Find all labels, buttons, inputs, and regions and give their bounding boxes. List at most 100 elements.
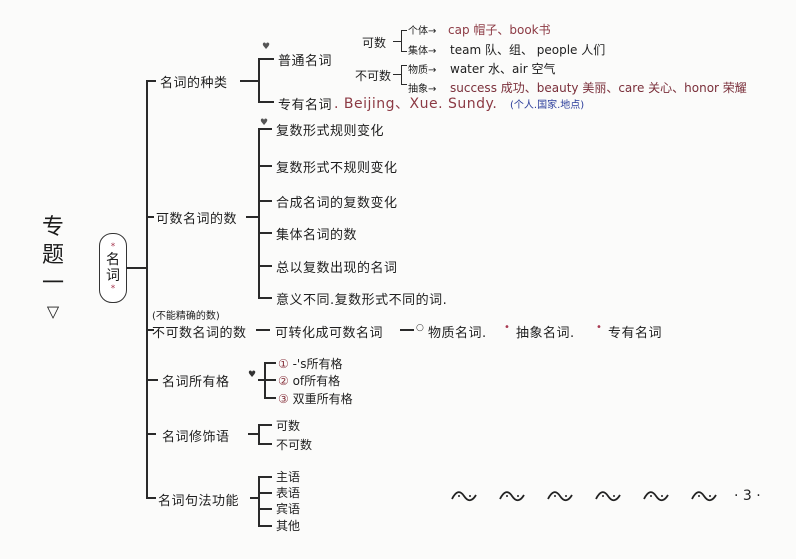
- countable-item: 合成名词的复数变化: [276, 196, 398, 211]
- connector: [250, 497, 258, 499]
- uncountable-type: 物质名词.: [428, 326, 487, 341]
- wave-icon: [690, 487, 720, 505]
- connector: [258, 525, 272, 527]
- connector: [146, 216, 154, 218]
- connector: [258, 128, 272, 130]
- individual-label: 个体→: [408, 26, 437, 37]
- countable-item: 意义不同.复数形式不同的词.: [276, 293, 448, 308]
- connector: [258, 265, 272, 267]
- root-char: 名: [106, 252, 120, 268]
- page-title: 专 题 一 ▽: [38, 214, 68, 326]
- connector: [400, 329, 414, 331]
- countable-item: 集体名词的数: [276, 228, 358, 243]
- individual-examples: cap 帽子、book书: [448, 23, 551, 37]
- uncountable-label: 不可数: [355, 69, 392, 83]
- proper-noun-note: (个人.国家.地点): [510, 100, 585, 111]
- branch-possessive: 名词所有格: [162, 375, 230, 390]
- bullet-icon: •: [504, 322, 510, 333]
- connector: [401, 84, 407, 86]
- heart-icon: ♥: [260, 118, 269, 128]
- connector: [258, 101, 274, 103]
- wave-icon: [450, 487, 480, 505]
- uncountable-type: 抽象名词.: [516, 326, 575, 341]
- bracket: [258, 476, 260, 526]
- wave-icon: [546, 487, 576, 505]
- connector: [401, 51, 407, 53]
- connector: [258, 508, 272, 510]
- connector: [258, 58, 274, 60]
- uncountable-note: (不能精确的数): [152, 311, 220, 322]
- connector: [146, 329, 154, 331]
- connector: [146, 497, 156, 499]
- possessive-text: -'s所有格: [292, 357, 343, 371]
- star-icon: *: [110, 284, 116, 294]
- connector: [264, 397, 276, 399]
- title-char: 一: [41, 271, 64, 296]
- title-char: ▽: [46, 302, 60, 321]
- possessive-text: of所有格: [292, 374, 341, 388]
- star-icon: *: [110, 242, 116, 252]
- convertible-label: 可转化成可数名词: [275, 326, 384, 341]
- connector: [258, 165, 272, 167]
- possessive-item: ② of所有格: [278, 372, 340, 389]
- modifier-item: 可数: [276, 419, 301, 433]
- wave-icon: [594, 487, 624, 505]
- connector: [393, 74, 401, 76]
- connector: [126, 267, 147, 269]
- bracket: [258, 128, 260, 298]
- connector: [258, 232, 272, 234]
- branch-countable-number: 可数名词的数: [156, 212, 238, 227]
- connector: [264, 362, 276, 364]
- possessive-text: 双重所有格: [292, 392, 353, 406]
- connector: [246, 216, 258, 218]
- branch-syntax-function: 名词句法功能: [158, 494, 240, 509]
- connector: [258, 424, 272, 426]
- connector: [240, 80, 258, 82]
- function-item: 主语: [276, 470, 301, 484]
- number-badge: ②: [278, 374, 289, 388]
- connector: [146, 433, 156, 435]
- common-noun: 普通名词: [278, 54, 333, 69]
- wave-icon: [498, 487, 528, 505]
- page-number: · 3 ·: [734, 488, 761, 504]
- branch-modifier: 名词修饰语: [162, 430, 230, 445]
- connector: [393, 41, 401, 43]
- connector: [258, 476, 272, 478]
- countable-item: 总以复数出现的名词: [276, 261, 398, 276]
- branch-uncountable-number: 不可数名词的数: [152, 326, 247, 341]
- possessive-item: ① -'s所有格: [278, 355, 342, 372]
- proper-noun-examples: . Beijing、Xue. Sundy.: [334, 96, 498, 112]
- connector: [258, 492, 272, 494]
- countable-item: 复数形式规则变化: [276, 124, 385, 139]
- proper-noun: 专有名词: [278, 98, 333, 113]
- abstract-label: 抽象→: [408, 84, 437, 95]
- function-item: 其他: [276, 519, 301, 533]
- title-char: 题: [41, 243, 64, 268]
- connector: [264, 379, 276, 381]
- number-badge: ①: [278, 357, 289, 371]
- connector: [248, 433, 258, 435]
- bracket: [401, 65, 403, 85]
- wave-icon: [642, 487, 672, 505]
- connector: [401, 30, 407, 32]
- material-examples: water 水、air 空气: [450, 62, 556, 76]
- connector: [146, 379, 158, 381]
- number-badge: ③: [278, 392, 289, 406]
- function-item: 宾语: [276, 502, 301, 516]
- bullet-icon: •: [596, 322, 602, 333]
- circle-bullet-icon: ○: [416, 323, 424, 333]
- heart-icon: ♥: [248, 370, 257, 380]
- connector: [256, 329, 270, 331]
- heart-icon: ♥: [262, 42, 271, 52]
- collective-label: 集体→: [408, 46, 437, 57]
- connector: [258, 297, 272, 299]
- function-item: 表语: [276, 486, 301, 500]
- material-label: 物质→: [408, 65, 437, 76]
- connector: [146, 80, 156, 82]
- countable-item: 复数形式不规则变化: [276, 161, 398, 176]
- bracket: [401, 30, 403, 52]
- collective-examples: team 队、组、 people 人们: [450, 43, 606, 57]
- connector: [258, 200, 272, 202]
- connector: [401, 65, 407, 67]
- abstract-examples: success 成功、beauty 美丽、care 关心、honor 荣耀: [450, 81, 747, 95]
